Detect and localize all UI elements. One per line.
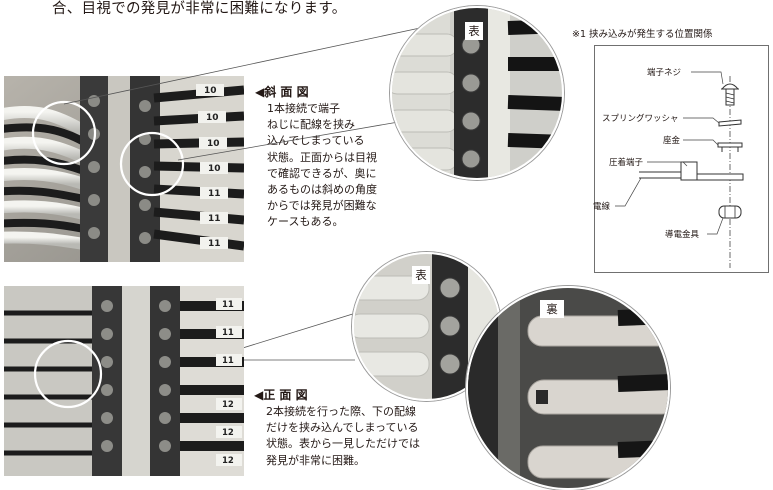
front-caption: ◀正 面 図 2本接続を行った際、下の配線 だけを挟み込んでしまっている 状態。… xyxy=(254,387,454,469)
oblique-label: 10 xyxy=(208,164,221,174)
back-side-tag: 裏 xyxy=(540,300,564,318)
oblique-label: 11 xyxy=(208,189,221,199)
oblique-title: ◀斜 面 図 xyxy=(255,85,309,99)
front-label: 11 xyxy=(222,356,234,366)
back-zoom-image xyxy=(468,288,668,488)
diagram-note: ※1 挟み込みが発生する位置関係 xyxy=(572,29,713,40)
front-photo: 11 11 11 12 12 12 xyxy=(4,286,244,476)
oblique-photo: 10 10 10 10 11 11 11 xyxy=(4,76,244,262)
front-label: 12 xyxy=(222,428,234,438)
front-label: 11 xyxy=(222,300,234,310)
header-text: 合、目視での発見が非常に困難になります。 xyxy=(52,1,347,17)
front-side-tag: 表 xyxy=(465,22,483,40)
crimp-label: 圧着端子 xyxy=(609,158,644,168)
back-zoom-circle: 裏 xyxy=(466,286,670,490)
front-title: ◀正 面 図 xyxy=(254,388,308,402)
terminal-diagram xyxy=(615,71,744,268)
seat-label: 座金 xyxy=(663,136,681,146)
oblique-label: 11 xyxy=(208,239,221,249)
oblique-caption: ◀斜 面 図 1本接続で端子 ねじに配線を挟み 込んでしまっている 状態。正面か… xyxy=(255,84,385,231)
front-photo-image: 11 11 11 12 12 12 xyxy=(4,286,244,476)
oblique-label: 10 xyxy=(204,86,217,96)
oblique-body: 1本接続で端子 ねじに配線を挟み 込んでしまっている 状態。正面からは目視 で確… xyxy=(267,102,377,229)
screw-label: 端子ネジ xyxy=(647,68,682,78)
oblique-label: 10 xyxy=(207,139,220,149)
front-label: 11 xyxy=(222,328,234,338)
conductor-label: 導電金具 xyxy=(665,230,700,240)
oblique-label: 10 xyxy=(206,113,219,123)
front-side-tag: 表 xyxy=(412,266,430,284)
front-label: 12 xyxy=(222,456,234,466)
front-body: 2本接続を行った際、下の配線 だけを挟み込んでしまっている 状態。表から一見した… xyxy=(266,405,420,467)
front-label: 12 xyxy=(222,400,234,410)
oblique-photo-image: 10 10 10 10 11 11 11 xyxy=(4,76,244,262)
oblique-label: 11 xyxy=(208,214,221,224)
washer-label: スプリングワッシャ xyxy=(602,114,679,124)
diagram-box: 端子ネジ スプリングワッシャ 座金 圧着端子 電線 導電金具 xyxy=(593,45,769,273)
wire-label: 電線 xyxy=(593,202,611,212)
oblique-zoom-circle: 表 xyxy=(390,6,564,180)
